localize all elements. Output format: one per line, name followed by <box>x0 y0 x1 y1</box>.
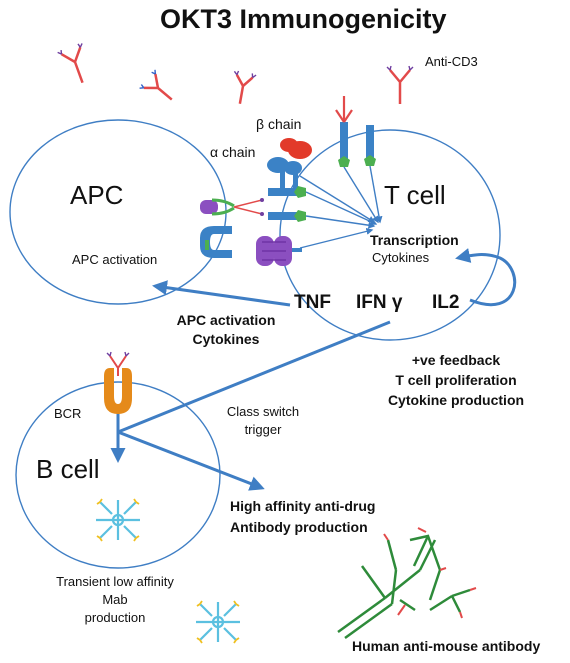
transcription-label: Transcription <box>370 232 459 248</box>
bcr-receptor <box>104 351 132 414</box>
feedback-line1: +ve feedback <box>411 352 501 368</box>
mab-pentamer-in-bcell <box>96 498 140 542</box>
t-cell-receptor-upper <box>268 186 306 222</box>
high-affinity-line1: High affinity anti-drug <box>230 498 376 514</box>
cd3-receptor-1 <box>335 96 353 167</box>
cd28-complex <box>256 236 302 266</box>
t-cell-label: T cell <box>384 180 446 210</box>
transient-line1: Transient low affinity <box>56 574 174 589</box>
apc-activation-label: APC activation <box>72 252 158 267</box>
cytokines-inner-label: Cytokines <box>372 250 430 265</box>
anti-cd3-antibody-2 <box>139 69 173 101</box>
transient-line2: Mab <box>102 592 128 607</box>
mab-pentamer-free <box>196 600 240 644</box>
beta-chain-label: β chain <box>256 116 302 132</box>
feedback-line2: T cell proliferation <box>395 372 517 388</box>
cd3-receptor-2 <box>364 125 376 166</box>
anti-cd3-antibody-1 <box>57 43 84 84</box>
ifn-gamma-label: IFN γ <box>356 292 403 313</box>
feedback-line3: Cytokine production <box>387 392 525 408</box>
t-cell <box>279 129 501 341</box>
apc-activation-cytokines-line2: Cytokines <box>192 331 260 347</box>
hama-label: Human anti-mouse antibody <box>352 638 541 654</box>
mhc-complex <box>200 198 264 258</box>
b-cell-label: B cell <box>36 454 100 484</box>
anti-cd3-label: Anti-CD3 <box>425 54 478 69</box>
il2-label: IL2 <box>432 292 460 313</box>
hama-antibody-large <box>337 527 447 640</box>
anti-cd3-antibody-3 <box>233 70 257 104</box>
apc-cell <box>9 119 227 305</box>
alpha-chain-label: α chain <box>210 144 256 160</box>
bcr-label: BCR <box>54 406 82 421</box>
tnf-label: TNF <box>294 292 331 313</box>
apc-activation-cytokines-line1: APC activation <box>176 312 276 328</box>
page-title: OKT3 Immunogenicity <box>160 4 447 34</box>
class-switch-line2: trigger <box>244 422 282 437</box>
tcr-alpha-beta-chain <box>267 138 312 192</box>
arrow-class-switch <box>117 430 265 491</box>
arrow-ifn-to-bcell <box>117 320 391 434</box>
arrow-to-apc <box>152 280 291 307</box>
high-affinity-line2: Antibody production <box>230 519 368 535</box>
transient-line3: production <box>84 610 146 625</box>
apc-label: APC <box>70 180 124 210</box>
b-cell <box>15 381 221 569</box>
arrow-il2-feedback <box>455 248 517 307</box>
class-switch-line1: Class switch <box>226 404 300 419</box>
signal-arrows <box>299 165 383 249</box>
anti-cd3-antibody-4 <box>386 65 414 104</box>
hama-antibody-small <box>397 587 477 619</box>
